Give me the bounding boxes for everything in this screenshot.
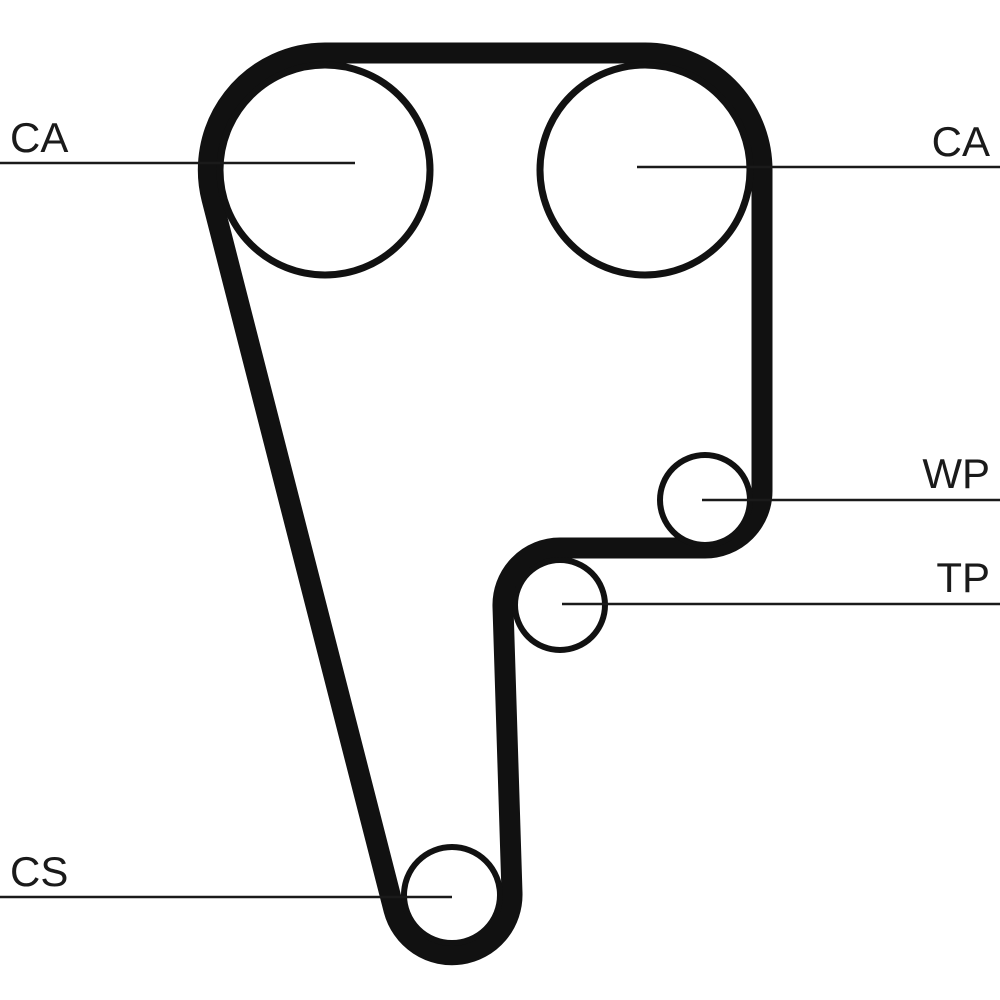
callout-ca-right: CA: [637, 118, 1000, 169]
label-ca-right: CA: [932, 118, 990, 165]
callout-ca-left: CA: [0, 114, 355, 165]
label-cs: CS: [10, 848, 68, 895]
label-wp: WP: [922, 450, 990, 497]
callout-cs: CS: [0, 848, 452, 899]
label-tp: TP: [936, 554, 990, 601]
callout-wp: WP: [702, 450, 1000, 502]
camshaft-pulley-left: [216, 61, 434, 279]
label-ca-left: CA: [10, 114, 68, 161]
callout-tp: TP: [562, 554, 1000, 606]
crankshaft-pulley: [401, 844, 503, 946]
camshaft-pulley-right: [536, 61, 754, 279]
timing-belt: [197, 42, 773, 966]
